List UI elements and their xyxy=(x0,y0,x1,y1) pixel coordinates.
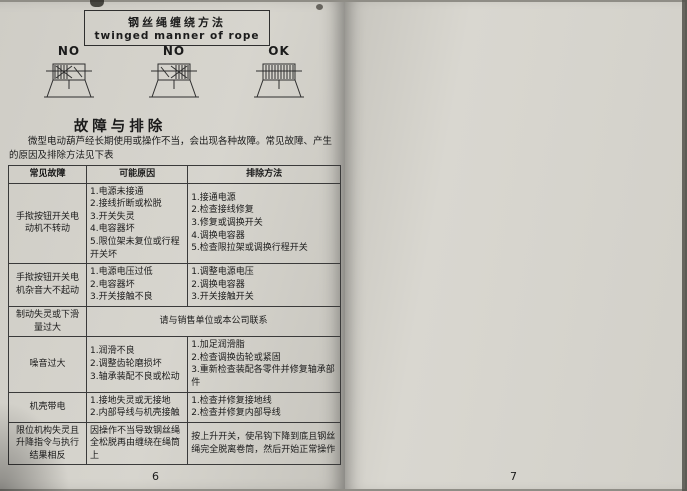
fault-cell: 机壳带电 xyxy=(8,391,87,423)
fault-cell: 手揿按钮开关电机杂音大不起动 xyxy=(8,263,87,307)
table-row: 手揿按钮开关电动机不转动 1.电源未接通 2.接线折断或松脱 3.开关失灵 4.… xyxy=(8,182,341,265)
merged-cell: 请与销售单位或本公司联系 xyxy=(86,305,341,338)
col-header-remedy: 排除方法 xyxy=(187,165,341,184)
troubleshooting-table: 常见故障 可能原因 排除方法 手揿按钮开关电动机不转动 1.电源未接通 2.接线… xyxy=(8,165,341,466)
rope-spool-icon xyxy=(254,63,304,98)
page-left: 钢丝绳缠绕方法 twinged manner of rope NO NO xyxy=(0,2,345,489)
section-title: 故障与排除 xyxy=(73,119,167,135)
table-row: 限位机构失灵且升降指令与执行结果相反 因操作不当导致钢丝绳全松脱再由缠绕在绳筒上… xyxy=(8,421,341,466)
rope-figure-label: NO xyxy=(57,44,81,58)
rope-figures: NO NO xyxy=(26,44,322,101)
cause-cell: 1.电源未接通 2.接线折断或松脱 3.开关失灵 4.电容器坏 5.限位架未复位… xyxy=(85,182,189,265)
rope-spool-icon xyxy=(149,63,199,98)
table-row: 制动失灵或下滑量过大 请与销售单位或本公司联系 xyxy=(8,305,341,338)
cause-cell: 1.接地失灵或无接地 2.内部导线与机壳接触 xyxy=(85,391,189,423)
fault-cell: 制动失灵或下滑量过大 xyxy=(8,305,87,338)
remedy-cell: 1.接通电源 2.检查接线修复 3.修复或调换开关 4.调换电容器 5.检查限拉… xyxy=(187,182,341,265)
cause-cell: 1.电源电压过低 2.电容器坏 3.开关接触不良 xyxy=(85,263,189,307)
rope-winding-title-box: 钢丝绳缠绕方法 twinged manner of rope xyxy=(84,10,270,46)
rope-figure-wrong-2: NO xyxy=(131,44,217,101)
rope-figure-label: NO xyxy=(162,44,186,58)
intro-paragraph: 微型电动葫芦经长期使用或操作不当，会出现各种故障。常见故障、产生的原因及排除方法… xyxy=(9,136,333,161)
rope-figure-correct: OK xyxy=(236,44,322,101)
table-header-row: 常见故障 可能原因 排除方法 xyxy=(8,165,341,184)
fault-cell: 手揿按钮开关电动机不转动 xyxy=(8,182,87,265)
cause-cell: 因操作不当导致钢丝绳全松脱再由缠绕在绳筒上 xyxy=(85,421,189,466)
rope-title-en: twinged manner of rope xyxy=(94,30,260,42)
col-header-cause: 可能原因 xyxy=(85,165,189,184)
table-row: 机壳带电 1.接地失灵或无接地 2.内部导线与机壳接触 1.检查并修复接地线 2… xyxy=(8,391,341,423)
remedy-cell: 1.调整电源电压 2.调换电容器 3.开关接触开关 xyxy=(187,263,341,307)
remedy-cell: 1.检查并修复接地线 2.检查并修复内部导线 xyxy=(187,391,341,423)
remedy-cell: 按上升开关，使吊钩下降到底且钢丝绳完全脱离卷筒，然后开始正常操作 xyxy=(187,421,341,466)
rope-figure-label: OK xyxy=(268,44,290,58)
page-number-left: 6 xyxy=(152,470,159,483)
rope-figure-wrong-1: NO xyxy=(26,44,112,101)
rope-title-cn: 钢丝绳缠绕方法 xyxy=(128,16,226,29)
remedy-cell: 1.加足润滑脂 2.检查调换齿轮或紧固 3.重新检查装配各零件并修复轴承部件 xyxy=(187,336,341,393)
col-header-fault: 常见故障 xyxy=(8,165,87,184)
cause-cell: 1.润滑不良 2.调整齿轮磨损坏 3.轴承装配不良或松动 xyxy=(85,336,189,393)
page-right: 上升限位开关 两芯接插线 上升按钮 下降按钮 电容 操作手柄 四芯操作线 接线盒… xyxy=(345,2,685,489)
fault-cell: 噪音过大 xyxy=(8,336,87,393)
page-number-right: 7 xyxy=(510,470,517,483)
rope-spool-icon xyxy=(44,63,94,98)
fault-cell: 限位机构失灵且升降指令与执行结果相反 xyxy=(8,421,87,466)
table-row: 噪音过大 1.润滑不良 2.调整齿轮磨损坏 3.轴承装配不良或松动 1.加足润滑… xyxy=(8,336,341,393)
table-row: 手揿按钮开关电机杂音大不起动 1.电源电压过低 2.电容器坏 3.开关接触不良 … xyxy=(8,263,341,307)
